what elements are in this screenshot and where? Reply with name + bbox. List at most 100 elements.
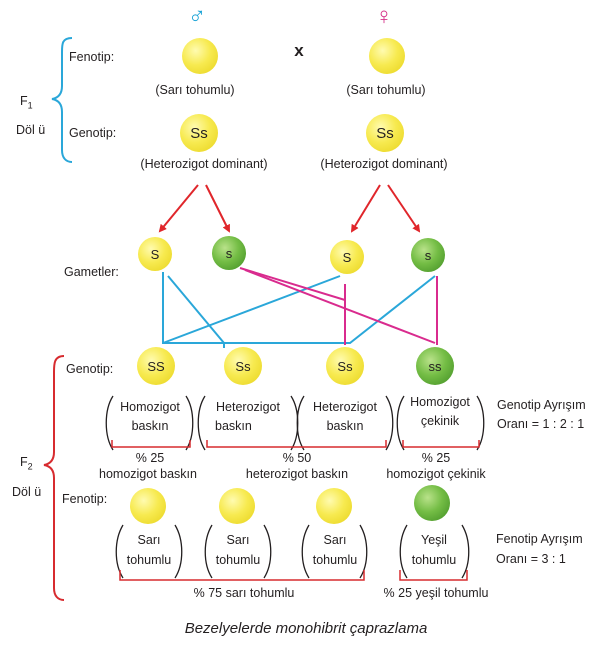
gamete-seed: s — [212, 236, 246, 270]
group-bracket — [399, 570, 468, 581]
cross-symbol: x — [294, 41, 304, 60]
genotype-group-percent: % 25 — [421, 451, 451, 465]
phenotype-description-line: tohumlu — [312, 553, 358, 567]
phenotype-description-line: Sarı — [323, 533, 347, 547]
offspring-phenotype-seed — [130, 488, 166, 524]
offspring-genotype-seed: SS — [137, 347, 175, 385]
parent-female-phenotype: (Sarı tohumlu) — [346, 83, 426, 97]
f1-genotip-label: Genotip: — [69, 126, 117, 140]
f2-letter: F — [20, 455, 28, 469]
arrow — [387, 184, 421, 233]
offspring-phenotype-seed — [414, 485, 450, 521]
paren-right — [263, 524, 272, 579]
f1-subscript: 1 — [27, 100, 33, 111]
phenotype-group-label: % 75 sarı tohumlu — [193, 586, 295, 600]
genotype-description: Heterozigot baskın — [205, 398, 291, 436]
arrow — [205, 184, 230, 233]
gamete-seed: S — [138, 237, 172, 271]
group-bracket — [119, 570, 365, 581]
blue-cross-line — [162, 272, 227, 344]
offspring-genotype-seed: ss — [416, 347, 454, 385]
group-bracket — [206, 440, 387, 448]
parent-male-genotype: Ss — [190, 124, 208, 142]
paren-right — [359, 524, 368, 579]
arrow — [350, 184, 381, 233]
gamete-label: s — [424, 247, 432, 263]
parent-female-genotype-seed: Ss — [366, 114, 404, 152]
blue-cross-line — [162, 275, 341, 344]
group-bracket — [402, 440, 480, 448]
f2-subscript: 2 — [27, 461, 33, 472]
offspring-genotype-seed: Ss — [326, 347, 364, 385]
phenotype-group-label: % 25 yeşil tohumlu — [383, 586, 489, 600]
paren-left — [105, 395, 114, 451]
f1-letter: F — [20, 94, 28, 108]
paren-left — [204, 524, 213, 579]
male-symbol: ♂ — [188, 3, 206, 30]
genotype-description-line: Homozigot — [120, 400, 180, 414]
paren-right — [185, 395, 194, 451]
paren-left — [301, 524, 310, 579]
offspring-genotype: Ss — [235, 358, 251, 374]
genotype-group-percent: % 25 — [135, 451, 165, 465]
parent-female-seed — [369, 38, 405, 74]
paren-right — [385, 395, 394, 451]
paren-right — [461, 524, 470, 579]
parent-female-description: (Heterozigot dominant) — [320, 157, 448, 171]
genotype-description: Homozigot çekinik — [403, 393, 477, 431]
group-bracket — [111, 440, 191, 448]
f1-label: F1 — [20, 94, 33, 114]
genotype-ratio-value: Oranı = 1 : 2 : 1 — [497, 417, 585, 431]
genotype-description-line: Heterozigot — [313, 400, 377, 414]
f1-fenotip-label: Fenotip: — [69, 50, 115, 64]
gamete-label: S — [342, 249, 352, 265]
genotype-description-line: Homozigot — [410, 395, 470, 409]
f2-generation: Döl ü — [12, 485, 42, 499]
genotype-group-label: homozigot çekinik — [386, 467, 486, 481]
f2-fenotip-label: Fenotip: — [62, 492, 108, 506]
f2-brace — [43, 355, 65, 601]
paren-right — [476, 395, 485, 451]
f1-brace — [51, 37, 73, 163]
gamete-label: S — [150, 246, 160, 262]
gamete-label: s — [225, 245, 233, 261]
gamete-seed: S — [330, 240, 364, 274]
paren-left — [197, 395, 206, 451]
gametes-label: Gametler: — [64, 265, 119, 279]
phenotype-description-line: tohumlu — [215, 553, 261, 567]
arrow — [158, 184, 199, 233]
offspring-phenotype-seed — [316, 488, 352, 524]
paren-left — [396, 395, 405, 451]
blue-cross-line — [224, 275, 436, 344]
parent-male-seed — [182, 38, 218, 74]
genotype-description-line: çekinik — [420, 414, 460, 428]
phenotype-description-line: tohumlu — [411, 553, 457, 567]
genotype-group-label: heterozigot baskın — [245, 467, 349, 481]
f1-generation: Döl ü — [16, 123, 46, 137]
offspring-genotype: Ss — [337, 358, 353, 374]
phenotype-description-line: tohumlu — [126, 553, 172, 567]
phenotype-description-line: Sarı — [137, 533, 161, 547]
phenotype-description: Sarı tohumlu — [308, 530, 362, 570]
genotype-group-label: homozigot baskın — [99, 467, 197, 481]
genotype-description-line: baskın — [326, 419, 364, 433]
phenotype-ratio-title: Fenotip Ayrışım — [496, 532, 583, 546]
paren-left — [399, 524, 408, 579]
offspring-genotype-seed: Ss — [224, 347, 262, 385]
paren-left — [115, 524, 124, 579]
phenotype-description-line: Yeşil — [421, 533, 447, 547]
parent-male-genotype-seed: Ss — [180, 114, 218, 152]
phenotype-description: Sarı tohumlu — [211, 530, 265, 570]
genotype-description-line: Heterozigot — [216, 400, 280, 414]
offspring-phenotype-seed — [219, 488, 255, 524]
phenotype-description: Sarı tohumlu — [122, 530, 176, 570]
paren-right — [174, 524, 183, 579]
genotype-description: Homozigot baskın — [113, 398, 187, 436]
parent-female-genotype: Ss — [376, 124, 394, 142]
offspring-genotype: SS — [147, 358, 165, 374]
genotype-ratio-title: Genotip Ayrışım — [497, 398, 586, 412]
f2-genotip-label: Genotip: — [66, 362, 114, 376]
genotype-description-line: baskın — [215, 419, 252, 433]
female-symbol: ♀ — [375, 3, 393, 30]
